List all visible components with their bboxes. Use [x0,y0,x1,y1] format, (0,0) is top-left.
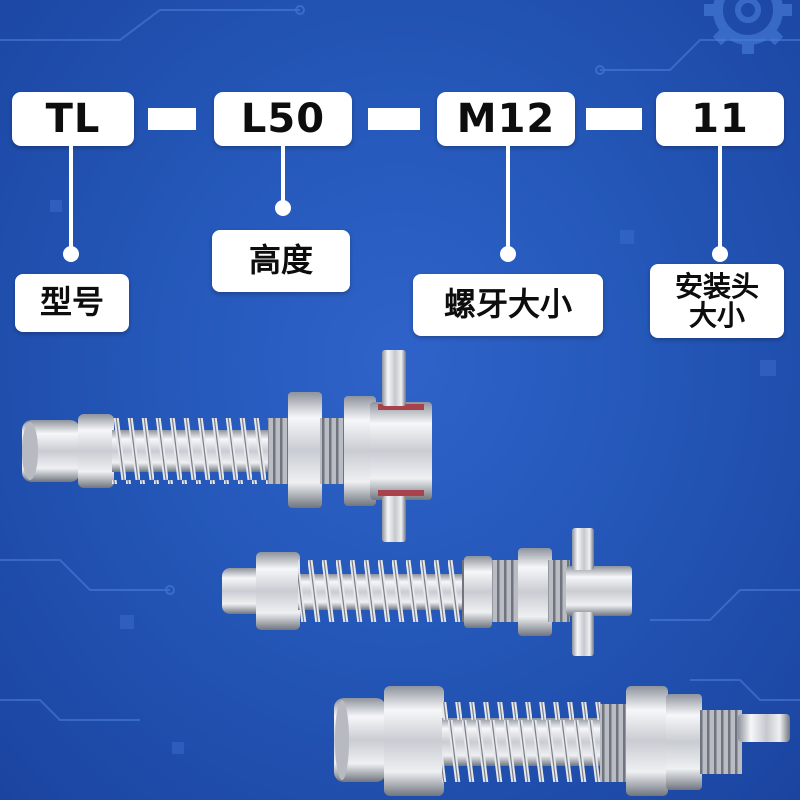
label-model: 型号 [15,274,129,332]
suction-holder-2 [222,528,632,656]
connector-dot-head-size [712,246,728,262]
suction-holder-1 [22,350,432,542]
code-separator [148,108,196,130]
gear-icon [704,0,792,54]
connector-line-type [69,146,73,254]
code-segment-thread: M12 [437,92,575,146]
code-type-text: TL [45,96,101,142]
code-height-text: L50 [240,96,326,142]
connector-dot-thread [500,246,516,262]
code-separator [368,108,420,130]
label-thread-size: 螺牙大小 [413,274,603,336]
label-mount-head-size: 安装头 大小 [650,264,784,338]
code-segment-head-size: 11 [656,92,784,146]
connector-dot-type [63,246,79,262]
connector-line-thread [506,146,510,254]
code-thread-text: M12 [456,96,556,142]
connector-line-head-size [718,146,722,254]
connector-dot-height [275,200,291,216]
code-head-size-text: 11 [691,96,749,142]
code-separator [586,108,642,130]
suction-holder-3 [334,686,790,796]
label-height: 高度 [212,230,350,292]
code-segment-height: L50 [214,92,352,146]
code-segment-type: TL [12,92,134,146]
connector-line-height [281,146,285,208]
